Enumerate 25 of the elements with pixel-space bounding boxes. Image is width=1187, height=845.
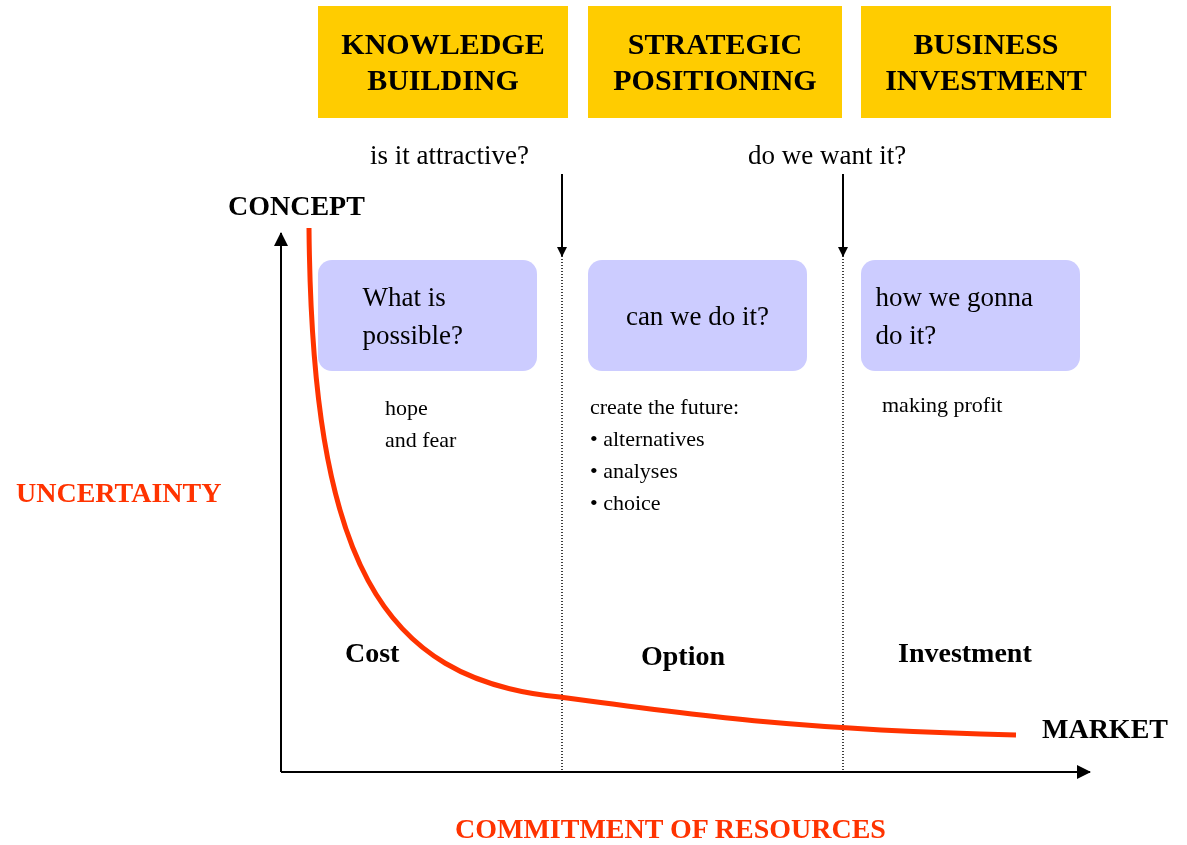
note-text: • alternatives xyxy=(590,426,705,452)
zone-label: Option xyxy=(641,640,726,672)
note-text: • analyses xyxy=(590,458,678,484)
phase-box: STRATEGIC POSITIONING xyxy=(588,6,842,118)
zone-label: Investment xyxy=(898,637,1032,669)
divider-line xyxy=(842,255,844,771)
axis-label: MARKET xyxy=(1042,713,1168,745)
zone-label: Cost xyxy=(345,637,400,669)
phase-box: BUSINESS INVESTMENT xyxy=(861,6,1111,118)
arrow xyxy=(838,173,848,257)
note-text: create the future: xyxy=(590,394,739,420)
note-text: • choice xyxy=(590,490,661,516)
question-text: do we want it? xyxy=(748,136,944,174)
question-box: can we do it? xyxy=(588,260,807,371)
question-box: What is possible? xyxy=(318,260,537,371)
arrow xyxy=(557,173,567,257)
phase-box: KNOWLEDGE BUILDING xyxy=(318,6,568,118)
axis-label: CONCEPT xyxy=(228,190,365,222)
axis-label: UNCERTAINTY xyxy=(16,477,222,509)
question-text: is it attractive? xyxy=(370,136,570,174)
axis-label: COMMITMENT OF RESOURCES xyxy=(455,813,886,845)
note-text: hope and fear xyxy=(385,394,458,454)
divider-line xyxy=(561,255,563,771)
question-box: how we gonna do it? xyxy=(861,260,1080,371)
note-text: making profit xyxy=(882,392,1003,418)
